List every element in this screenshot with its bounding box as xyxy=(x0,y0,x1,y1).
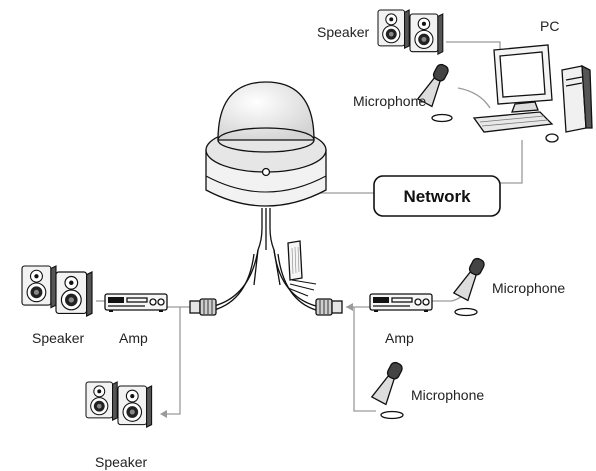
bottom-speaker-label: Speaker xyxy=(95,454,147,470)
dome-camera-icon xyxy=(205,81,327,311)
right-amp-label: Amp xyxy=(385,330,414,346)
left-speaker-label: Speaker xyxy=(32,330,84,346)
left-speaker-icon xyxy=(21,265,93,317)
edge-pc-speaker xyxy=(446,41,501,82)
right-microphone-label: Microphone xyxy=(492,280,565,296)
left-amp-icon xyxy=(104,293,168,313)
bottom-speaker-icon xyxy=(85,381,153,428)
right-microphone-icon xyxy=(453,256,487,317)
bottom-microphone-icon xyxy=(371,360,405,420)
audio-in-connector-icon xyxy=(315,298,343,316)
network-label: Network xyxy=(403,187,471,206)
pc-label: PC xyxy=(540,18,559,34)
pc-microphone-icon xyxy=(417,62,453,123)
pc-microphone-label: Microphone xyxy=(353,93,426,109)
pc-icon xyxy=(472,44,593,143)
audio-out-connector-icon xyxy=(189,298,217,316)
bottom-microphone-label: Microphone xyxy=(411,387,484,403)
right-amp-icon xyxy=(369,293,433,313)
edge-network-pc xyxy=(500,140,523,184)
pc-speaker-icon xyxy=(377,9,444,55)
network-box: Network xyxy=(373,175,501,217)
pc-speaker-label: Speaker xyxy=(317,24,369,40)
edge-pc-microphone xyxy=(457,87,491,109)
connection-lines xyxy=(96,41,523,418)
left-amp-label: Amp xyxy=(119,330,148,346)
edge-bottom-microphone xyxy=(353,307,376,412)
edge-bottom-speaker xyxy=(166,307,181,415)
